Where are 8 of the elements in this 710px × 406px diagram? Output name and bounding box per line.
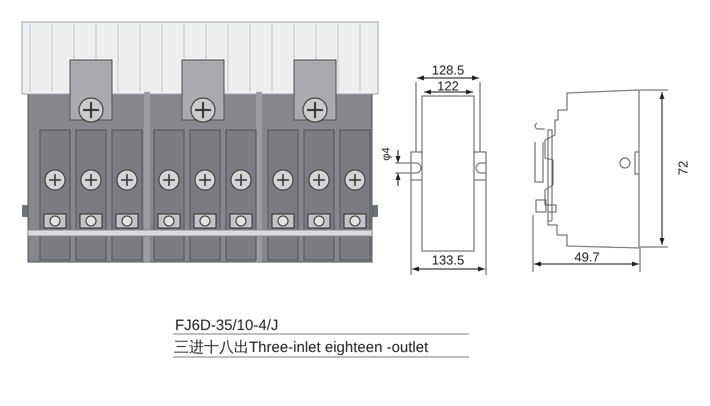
dimension-text: 49.7 [574, 250, 600, 264]
dimension-text: 128.5 [432, 64, 464, 76]
dimension-text: 122 [437, 80, 459, 92]
product-description: 三进十八出Three-inlet eighteen -outlet [174, 340, 428, 355]
dimension-text: 133.5 [432, 254, 464, 266]
dimension-text: φ4 [382, 147, 392, 161]
model-number: FJ6D-35/10-4/J [175, 318, 278, 333]
dimension-text: 72 [676, 160, 690, 176]
